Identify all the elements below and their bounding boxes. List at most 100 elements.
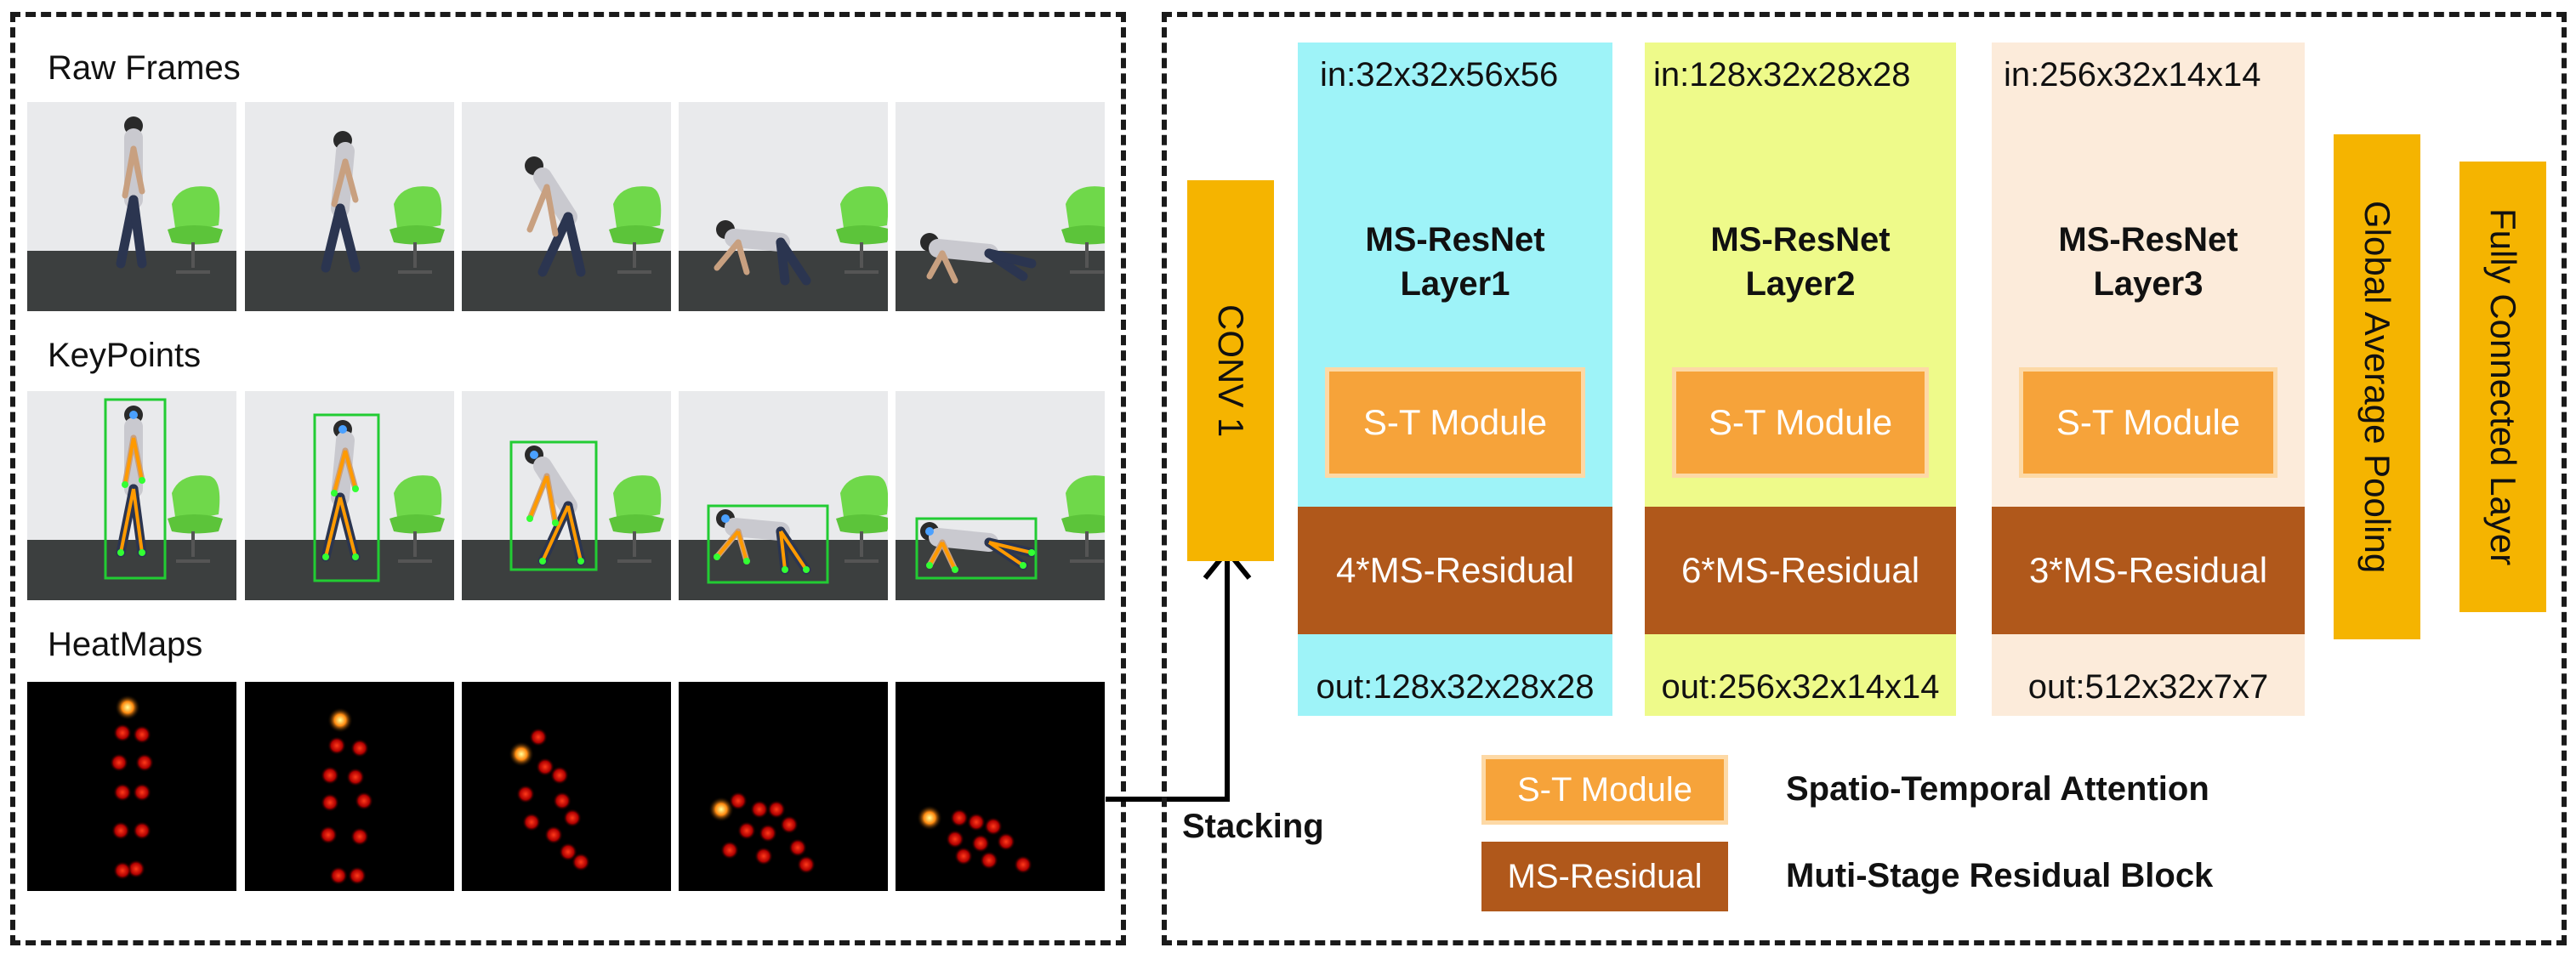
raw-frames-title: Raw Frames — [48, 49, 241, 87]
heat-blob — [563, 809, 582, 827]
raw-frame-4 — [679, 102, 888, 311]
keypoint-frame-1 — [27, 391, 236, 600]
heat-blob — [780, 815, 799, 834]
heatmap-frame-5 — [896, 682, 1105, 891]
heat-blob — [980, 851, 998, 870]
heatmap-frame-3 — [462, 682, 671, 891]
layer1-input: in:32x32x56x56 — [1320, 56, 1559, 94]
heat-blob — [720, 841, 739, 860]
heat-blob — [350, 827, 369, 846]
layer2-ms-residual: 6*MS-Residual — [1645, 507, 1956, 634]
heat-blob — [946, 830, 964, 848]
heat-blob — [111, 821, 130, 840]
conv1-label: CONV 1 — [1211, 304, 1251, 438]
layer3-output: out:512x32x7x7 — [2027, 668, 2269, 706]
heat-blob — [133, 783, 151, 802]
heat-blob — [559, 843, 577, 861]
network-panel — [1162, 12, 2567, 945]
layer2-output: out:256x32x14x14 — [1661, 668, 1940, 706]
heat-blob — [133, 821, 151, 840]
raw-frame-3 — [462, 102, 671, 311]
heat-blob — [321, 766, 339, 785]
heat-blob — [950, 809, 969, 827]
layer3-st-module: S-T Module — [2019, 367, 2277, 478]
heatmap-frame-2 — [245, 682, 454, 891]
heat-blob — [737, 821, 756, 840]
heat-blob — [750, 800, 769, 819]
raw-frame-5 — [896, 102, 1105, 311]
keypoint-frame-4 — [679, 391, 888, 600]
heat-blob — [529, 728, 548, 746]
heat-blob — [729, 792, 748, 810]
heat-blob — [327, 736, 346, 755]
heat-blob — [550, 766, 569, 785]
heat-blob — [967, 813, 986, 831]
keypoint-frame-5 — [896, 391, 1105, 600]
layer3-ms-residual: 3*MS-Residual — [1992, 507, 2305, 634]
heat-blob — [135, 753, 154, 772]
heat-blob — [321, 793, 339, 812]
heat-blob — [971, 834, 990, 853]
heatmap-frame-1 — [27, 682, 236, 891]
heat-blob — [571, 853, 590, 871]
heat-blob — [115, 695, 140, 720]
heat-blob — [522, 813, 541, 831]
keypoint-frame-2 — [245, 391, 454, 600]
heat-blob — [1014, 855, 1032, 874]
global-average-pooling-block: Global Average Pooling — [2334, 134, 2420, 639]
heat-blob — [788, 838, 807, 857]
stacking-label: Stacking — [1182, 808, 1324, 845]
layer2-input: in:128x32x28x28 — [1653, 56, 1911, 94]
heat-blob — [544, 826, 563, 844]
layer3-input: in:256x32x14x14 — [2004, 56, 2261, 94]
heat-blob — [759, 824, 777, 843]
heatmap-frame-4 — [679, 682, 888, 891]
heat-blob — [917, 805, 942, 831]
heat-blob — [708, 797, 734, 822]
heat-blob — [754, 847, 773, 865]
legend-ms-residual-swatch: MS-Residual — [1481, 842, 1728, 911]
input-panel — [10, 12, 1126, 945]
heat-blob — [797, 855, 816, 874]
heat-blob — [536, 758, 554, 776]
keypoints-title: KeyPoints — [48, 337, 202, 374]
legend-st-description: Spatio-Temporal Attention — [1786, 770, 2209, 808]
heat-blob — [350, 739, 369, 758]
heat-blob — [327, 707, 353, 733]
heat-blob — [997, 832, 1015, 851]
layer1-ms-residual: 4*MS-Residual — [1298, 507, 1612, 634]
layer2-st-module: S-T Module — [1672, 367, 1929, 478]
heat-blob — [346, 768, 365, 786]
heat-blob — [767, 800, 786, 819]
heat-blob — [329, 866, 348, 885]
heat-blob — [127, 860, 145, 878]
layer1-output: out:128x32x28x28 — [1316, 668, 1595, 706]
layer1-st-module: S-T Module — [1325, 367, 1585, 478]
keypoint-frame-3 — [462, 391, 671, 600]
heat-blob — [984, 817, 1003, 836]
legend-st-module-swatch: S-T Module — [1481, 755, 1728, 825]
global-average-pooling-label: Global Average Pooling — [2357, 200, 2397, 574]
heat-blob — [113, 861, 132, 880]
heat-blob — [954, 847, 973, 865]
legend-msr-description: Muti-Stage Residual Block — [1786, 857, 2214, 894]
heat-blob — [319, 826, 338, 844]
heat-blob — [133, 725, 151, 744]
heat-blob — [113, 783, 132, 802]
fully-connected-block: Fully Connected Layer — [2459, 162, 2546, 612]
heat-blob — [553, 792, 571, 810]
heat-blob — [516, 785, 535, 803]
raw-frame-2 — [245, 102, 454, 311]
heat-blob — [110, 753, 128, 772]
fully-connected-label: Fully Connected Layer — [2483, 207, 2523, 566]
heatmaps-title: HeatMaps — [48, 626, 203, 663]
raw-frame-1 — [27, 102, 236, 311]
heat-blob — [348, 866, 367, 885]
heat-blob — [113, 724, 132, 742]
heat-blob — [355, 792, 373, 810]
conv1-block: CONV 1 — [1187, 180, 1274, 561]
heat-blob — [509, 741, 534, 767]
